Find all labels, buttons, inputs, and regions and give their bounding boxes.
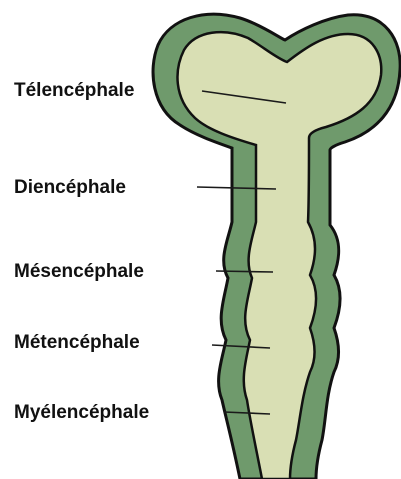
label-telencephale: Télencéphale	[14, 80, 134, 101]
label-metencephale: Métencéphale	[14, 332, 140, 353]
label-myelencephale: Myélencéphale	[14, 402, 149, 423]
label-diencephale: Diencéphale	[14, 177, 126, 198]
label-mesencephale: Mésencéphale	[14, 261, 144, 282]
neural-tube-lumen	[178, 32, 382, 479]
labels: Télencéphale Diencéphale Mésencéphale Mé…	[14, 80, 149, 423]
mesencephale-leader	[216, 271, 273, 272]
